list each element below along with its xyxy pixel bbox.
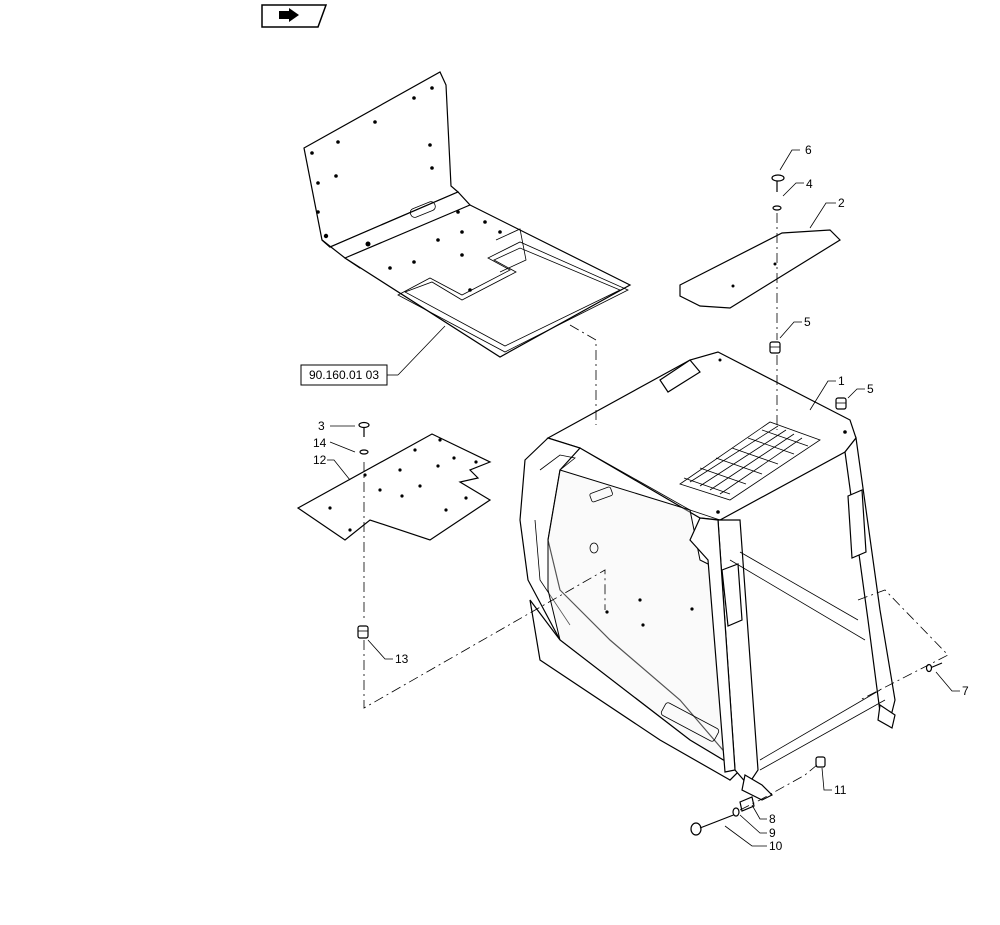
callout-7[interactable]: 7 [962,684,969,698]
roof-vent-grille [679,421,821,501]
floor-plate-assembly [303,71,632,358]
callout-8[interactable]: 8 [769,812,776,826]
cover-plate-2 [679,229,841,309]
leader-lines [327,149,960,847]
cab-frame-1 [519,351,896,801]
assembly-center-lines [363,213,949,811]
callout-10[interactable]: 10 [769,839,783,853]
callout-14[interactable]: 14 [313,436,327,450]
callout-2[interactable]: 2 [838,196,845,210]
nut-5-right [835,397,847,410]
nut-11 [815,756,826,768]
bushing-9 [732,807,740,817]
reference-callout[interactable]: 90.160.01 03 [300,325,446,386]
callout-labels: 1 2 3 4 5 5 6 7 8 9 10 11 12 13 14 [313,143,969,853]
bolt-6 [771,174,785,192]
spacer-8 [739,796,755,812]
callout-5-right[interactable]: 5 [867,382,874,396]
plate-12 [296,433,492,541]
callout-11[interactable]: 11 [834,783,847,797]
callout-9[interactable]: 9 [769,826,776,840]
screw-3 [358,421,370,437]
callout-12[interactable]: 12 [313,453,327,467]
reference-label: 90.160.01 03 [309,368,379,382]
nut-13 [357,625,369,639]
callout-6[interactable]: 6 [805,143,812,157]
callout-5-upper[interactable]: 5 [804,315,811,329]
book-arrow-icon[interactable] [261,4,328,28]
bolt-7 [925,662,943,673]
callout-13[interactable]: 13 [395,652,409,666]
callout-1[interactable]: 1 [838,374,845,388]
pin-10 [690,813,737,836]
washer-4 [772,205,782,211]
nut-5-upper [769,341,781,354]
callout-4[interactable]: 4 [806,177,813,191]
callout-3[interactable]: 3 [318,419,325,433]
washer-14 [359,449,369,455]
